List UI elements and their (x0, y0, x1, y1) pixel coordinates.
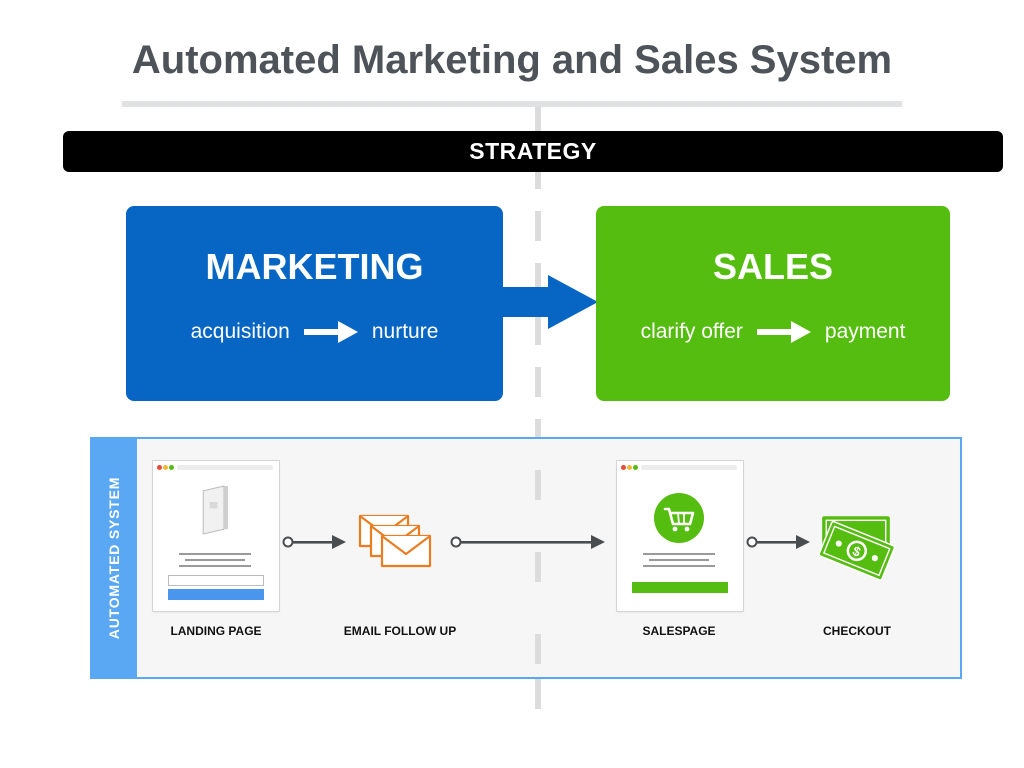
landing-page-button (168, 589, 264, 600)
step-label-salespage: SALESPAGE (642, 624, 716, 638)
sales-to-label: payment (824, 320, 906, 343)
step-label-email-follow-up: EMAIL FOLLOW UP (343, 624, 457, 638)
browser-bar (153, 461, 279, 478)
automated-system-label-wrap: AUTOMATED SYSTEM (92, 439, 137, 677)
page-title: Automated Marketing and Sales System (131, 38, 893, 82)
connector-arrow-icon (746, 535, 810, 549)
strategy-bar: STRATEGY (63, 131, 1003, 172)
marketing-to-label: nurture (371, 320, 439, 343)
center-dashed-divider (535, 107, 541, 719)
step-label-landing-page: LANDING PAGE (170, 624, 262, 638)
money-bills-icon: $ (818, 516, 896, 581)
right-arrow-icon (756, 321, 811, 343)
marketing-box: MARKETING acquisition nurture (126, 206, 503, 401)
sales-box: SALES clarify offer payment (596, 206, 950, 401)
landing-page-input (168, 575, 264, 586)
right-arrow-icon (303, 321, 358, 343)
marketing-title: MARKETING (205, 246, 424, 287)
sales-title: SALES (712, 246, 834, 287)
salespage-window (616, 460, 744, 612)
marketing-flow: acquisition nurture (126, 320, 503, 344)
center-dashed-divider-panel (535, 440, 541, 674)
shopping-cart-icon (654, 493, 704, 543)
salespage-buy-button (632, 582, 728, 593)
automated-system-label: AUTOMATED SYSTEM (106, 476, 123, 640)
marketing-to-sales-arrow-icon (500, 275, 598, 329)
browser-bar (617, 461, 743, 478)
sales-flow: clarify offer payment (596, 320, 950, 344)
strategy-label: STRATEGY (469, 138, 597, 164)
landing-page-window (152, 460, 280, 612)
envelopes-icon (358, 514, 432, 568)
title-divider (122, 101, 902, 107)
step-label-checkout: CHECKOUT (823, 624, 891, 638)
automated-system-sidebar (92, 439, 137, 677)
landing-page-icon (202, 485, 228, 535)
sales-from-label: clarify offer (640, 320, 743, 343)
connector-arrow-icon (282, 535, 346, 549)
marketing-from-label: acquisition (190, 320, 290, 343)
connector-arrow-icon (450, 535, 605, 549)
